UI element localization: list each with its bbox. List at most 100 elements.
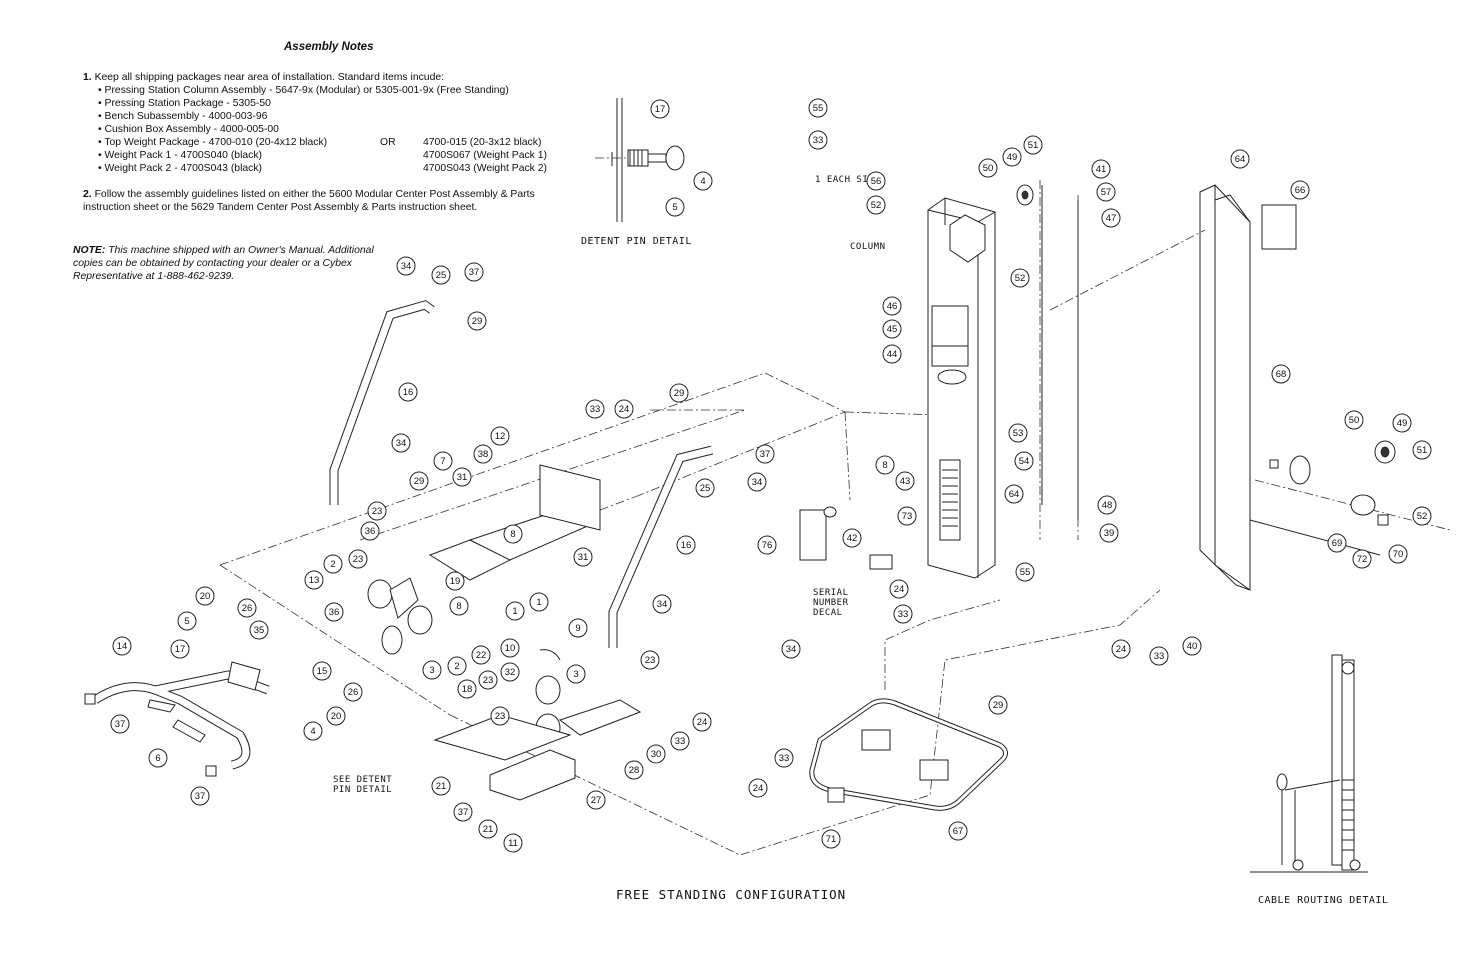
bullet-item: • Pressing Station Package - 5305-50 [98, 98, 271, 109]
alternate-item: 4700S043 (Weight Pack 2) [423, 163, 547, 174]
part-callout-56: 56 [866, 171, 886, 191]
callout-balloon [693, 171, 713, 191]
callout-balloon [409, 471, 429, 491]
callout-number: 55 [1020, 567, 1031, 578]
callout-balloon [842, 528, 862, 548]
callout-balloon [1412, 440, 1432, 460]
callout-balloon [646, 744, 666, 764]
part-callout-44: 44 [882, 344, 902, 364]
callout-balloon [1010, 268, 1030, 288]
callout-balloon [882, 319, 902, 339]
part-callout-55: 55 [1015, 562, 1035, 582]
part-callout-66: 66 [1290, 180, 1310, 200]
callout-balloon [195, 586, 215, 606]
callout-number: 50 [983, 163, 994, 174]
callout-balloon [343, 682, 363, 702]
callout-number: 36 [329, 607, 340, 618]
callout-balloon [237, 598, 257, 618]
callout-balloon [445, 571, 465, 591]
column-assembly [927, 180, 1079, 579]
callout-balloon [433, 451, 453, 471]
part-callout-4: 4 [303, 721, 323, 741]
part-callout-37: 37 [110, 714, 130, 734]
callout-balloon [1023, 135, 1043, 155]
callout-number: 23 [645, 655, 656, 666]
part-callout-34: 34 [391, 433, 411, 453]
callout-balloon [396, 256, 416, 276]
callout-number: 31 [457, 472, 468, 483]
alternate-item: 4700-015 (20-3x12 black) [423, 137, 542, 148]
callout-balloon [398, 382, 418, 402]
callout-number: 37 [469, 267, 480, 278]
callout-balloon [774, 748, 794, 768]
callout-number: 29 [472, 316, 483, 327]
rear-upright [1049, 184, 1451, 591]
column-label: COLUMN [850, 242, 886, 252]
callout-number: 73 [902, 511, 913, 522]
callout-balloon [808, 130, 828, 150]
part-callout-39: 39 [1099, 523, 1119, 543]
callout-number: 68 [1276, 369, 1287, 380]
callout-number: 22 [476, 650, 487, 661]
part-callout-24: 24 [692, 712, 712, 732]
note-label: NOTE: [73, 245, 106, 256]
note-item-2-text: Follow the assembly guidelines listed on… [83, 189, 535, 213]
note-text: This machine shipped with an Owner's Man… [73, 245, 374, 282]
part-callout-34: 34 [781, 639, 801, 659]
serial-label-3: DECAL [813, 608, 843, 618]
callout-number: 1 [536, 597, 541, 608]
part-callout-13: 13 [304, 570, 324, 590]
part-callout-52: 52 [866, 195, 886, 215]
callout-balloon [170, 639, 190, 659]
callout-balloon [1008, 423, 1028, 443]
bullet-item: • Cushion Box Assembly - 4000-005-00 [98, 124, 279, 135]
part-callout-27: 27 [586, 790, 606, 810]
see-detent-label-2: PIN DETAIL [333, 785, 393, 795]
callout-number: 71 [826, 834, 837, 845]
note-item-2: 2. Follow the assembly guidelines listed… [83, 188, 543, 214]
callout-balloon [988, 695, 1008, 715]
callout-balloon [889, 579, 909, 599]
callout-balloon [1271, 364, 1291, 384]
callout-balloon [1002, 147, 1022, 167]
assembly-notes-title: Assembly Notes [284, 41, 374, 53]
callout-number: 7 [440, 456, 445, 467]
callout-number: 16 [681, 540, 692, 551]
callout-number: 4 [700, 176, 705, 187]
part-callout-23: 23 [478, 670, 498, 690]
part-callout-7: 7 [433, 451, 453, 471]
part-callout-52: 52 [1010, 268, 1030, 288]
callout-balloon [669, 383, 689, 403]
callout-balloon [110, 714, 130, 734]
callout-balloon [348, 549, 368, 569]
callout-balloon [1097, 495, 1117, 515]
callout-number: 70 [1393, 549, 1404, 560]
callout-number: 35 [254, 625, 265, 636]
see-detent-label-1: SEE DETENT [333, 775, 393, 785]
part-callout-31: 31 [573, 547, 593, 567]
callout-balloon [1111, 639, 1131, 659]
callout-number: 8 [882, 460, 887, 471]
callout-number: 4 [310, 726, 315, 737]
part-callout-6: 6 [148, 748, 168, 768]
callout-balloon [670, 731, 690, 751]
callout-balloon [490, 706, 510, 726]
callout-number: 34 [401, 261, 412, 272]
floor-outline [219, 372, 1161, 856]
callout-balloon [757, 535, 777, 555]
part-callout-2: 2 [447, 656, 467, 676]
callout-number: 46 [887, 301, 898, 312]
callout-number: 31 [578, 552, 589, 563]
callout-balloon [755, 444, 775, 464]
callout-balloon [1392, 413, 1412, 433]
callout-balloon [585, 399, 605, 419]
callout-balloon [505, 601, 525, 621]
callout-number: 23 [495, 711, 506, 722]
callout-number: 28 [629, 765, 640, 776]
callout-number: 20 [331, 711, 342, 722]
part-callout-76: 76 [757, 535, 777, 555]
callout-balloon [431, 776, 451, 796]
part-callout-43: 43 [895, 471, 915, 491]
callout-number: 64 [1235, 154, 1246, 165]
